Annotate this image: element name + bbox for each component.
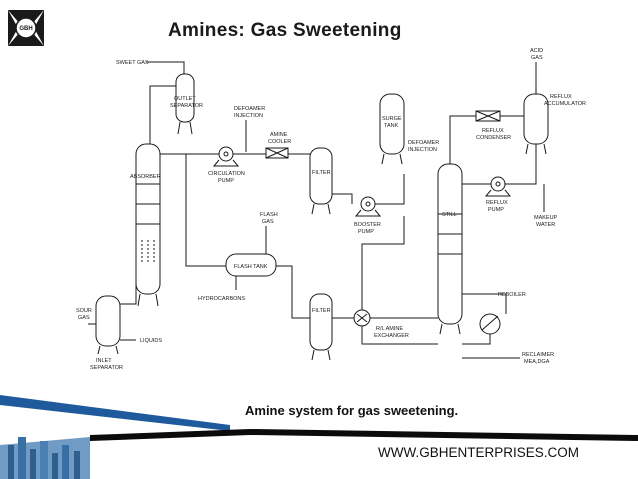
- label-reboiler: REBOILER: [498, 292, 526, 298]
- label-defoamer2-2: INJECTION: [408, 147, 437, 153]
- label-rl-exchanger-2: EXCHANGER: [374, 333, 409, 339]
- surge-tank: [379, 93, 405, 165]
- flash-tank: [225, 253, 277, 277]
- label-still: STILL: [442, 212, 457, 218]
- label-amine-cooler-1: AMINE: [270, 132, 288, 138]
- footer-decoration: [0, 395, 638, 479]
- label-reclaimer-1: RECLAIMER: [522, 352, 554, 358]
- label-circulation-pump-2: PUMP: [218, 178, 234, 184]
- booster-pump: [354, 196, 382, 217]
- label-reclaimer-2: MEA,DGA: [524, 359, 550, 365]
- label-outlet-separator-2: SEPARATOR: [170, 103, 203, 109]
- label-acid-gas-1: ACID: [530, 48, 543, 54]
- label-flash-gas-1: FLASH: [260, 212, 278, 218]
- label-reflux-condenser-1: REFLUX: [482, 128, 504, 134]
- inlet-separator: [95, 295, 121, 355]
- label-reflux-pump-1: REFLUX: [486, 200, 508, 206]
- still-column: [437, 163, 463, 335]
- label-booster-pump-2: PUMP: [358, 229, 374, 235]
- label-surge-tank-1: SURGE: [382, 116, 402, 122]
- label-reflux-pump-2: PUMP: [488, 207, 504, 213]
- label-inlet-separator-1: INLET: [96, 358, 112, 364]
- label-filter-upper: FILTER: [312, 170, 331, 176]
- label-booster-pump-1: BOOSTER: [354, 222, 381, 228]
- label-liquids: LIQUIDS: [140, 338, 162, 344]
- label-sour-gas-1: SOUR: [76, 308, 92, 314]
- outlet-separator: [175, 73, 195, 135]
- label-filter-lower: FILTER: [312, 308, 331, 314]
- reflux-pump: [484, 176, 512, 197]
- label-flash-gas-2: GAS: [262, 219, 274, 225]
- label-amine-cooler-2: COOLER: [268, 139, 291, 145]
- absorber-overhead-line: [149, 85, 176, 144]
- diagram-caption: Amine system for gas sweetening.: [245, 403, 459, 418]
- amine-cooler: [265, 147, 289, 159]
- label-rl-exchanger-1: R/L AMINE: [376, 326, 403, 332]
- label-makeup-water-1: MAKEUP: [534, 215, 558, 221]
- label-makeup-water-2: WATER: [536, 222, 555, 228]
- circulation-pump: [212, 146, 240, 167]
- label-sour-gas-2: GAS: [78, 315, 90, 321]
- label-inlet-separator-2: SEPARATOR: [90, 365, 123, 371]
- gbh-logo-icon: GBH: [8, 10, 44, 46]
- label-circulation-pump-1: CIRCULATION: [208, 171, 245, 177]
- label-surge-tank-2: TANK: [384, 123, 399, 129]
- label-flash-tank: FLASH TANK: [234, 264, 268, 270]
- reflux-condenser: [475, 110, 501, 122]
- absorber-column: [135, 143, 161, 307]
- label-defoamer2-1: DEFOAMER: [408, 140, 439, 146]
- label-outlet-separator-1: OUTLET: [174, 96, 196, 102]
- label-hydrocarbons: HYDROCARBONS: [198, 296, 245, 302]
- slide-title: Amines: Gas Sweetening: [168, 20, 402, 41]
- label-acid-gas-2: GAS: [531, 55, 543, 61]
- rich-amine-line: [185, 154, 226, 267]
- rl-amine-exchanger: [353, 309, 371, 327]
- label-sweet-gas: SWEET GAS: [116, 60, 149, 66]
- filter-upper: [309, 147, 333, 215]
- footer-url[interactable]: WWW.GBHENTERPRISES.COM: [378, 445, 580, 460]
- label-reflux-condenser-2: CONDENSER: [476, 135, 511, 141]
- label-defoamer-1: DEFOAMER: [234, 106, 265, 112]
- reboiler: [479, 313, 501, 335]
- sweet-gas-line: [146, 61, 185, 74]
- label-defoamer-2: INJECTION: [234, 113, 263, 119]
- label-reflux-accumulator-1: REFLUX: [550, 94, 572, 100]
- label-reflux-accumulator-2: ACCUMULATOR: [544, 101, 586, 107]
- label-absorber: ABSORBER: [130, 174, 161, 180]
- amine-process-diagram: SWEET GAS OUTLET SEPARATOR DEFOAMER INJE…: [76, 48, 586, 371]
- filter-lower: [309, 293, 333, 361]
- logo-text: GBH: [19, 26, 32, 32]
